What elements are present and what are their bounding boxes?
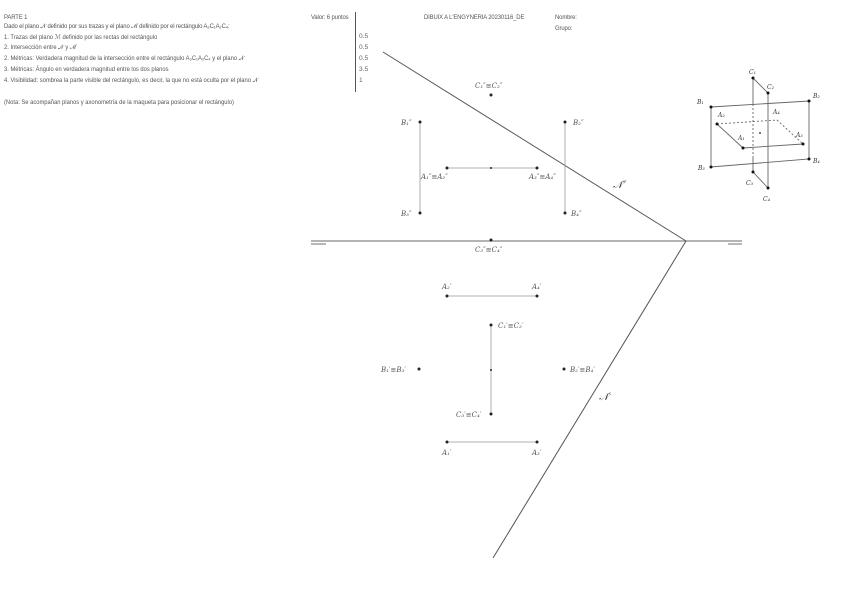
value-label: Valor: 6 puntos [311, 14, 349, 21]
label-c3-c4-plan: C₃′≡C₄′ [456, 411, 482, 419]
note: (Nota: Se acompañan planos y axonometría… [4, 99, 234, 106]
axo-label-a3: A₃ [795, 132, 803, 139]
axo-label-c4: C₄ [763, 196, 771, 203]
axo-label-a2: A₂ [717, 112, 725, 119]
axo-label-c1: C₁ [749, 69, 756, 76]
task-3: 2. Métricas: Verdadera magnitud de la in… [4, 55, 245, 62]
axo-label-c2: C₂ [767, 84, 775, 91]
score-divider [355, 12, 357, 92]
axo-label-a1: A₁ [737, 135, 745, 142]
label-a1-plan: A₁′ [441, 449, 452, 457]
axo-label-a4: A₄ [772, 109, 780, 116]
label-b4-elev: B₄″ [570, 210, 582, 218]
plane-n-vertical-label: 𝒩″ [613, 180, 627, 191]
plane-n-vertical-trace [382, 51, 687, 242]
task-3-points: 0.5 [359, 55, 369, 62]
label-c1-c2-elev: C₁″≡C₂″ [475, 82, 503, 90]
task-2-points: 0.5 [359, 44, 369, 51]
plan-view [417, 294, 566, 444]
label-b2-b4-plan: B₂′≡B₄′ [569, 366, 595, 374]
plane-n-horizontal-trace [492, 240, 687, 559]
ground-line [311, 240, 742, 245]
label-b1-b3-plan: B₁′≡B₃′ [380, 366, 406, 374]
axo-label-b2: B₂ [812, 93, 820, 100]
axo-label-b4: B₄ [812, 158, 820, 165]
axonometric-points [709, 76, 811, 190]
axo-label-b3: B₃ [697, 165, 705, 172]
task-4: 3. Métricas: Ángulo en verdadera magnitu… [4, 66, 169, 73]
name-label: Nombre: [555, 14, 577, 21]
axo-label-b1: B₁ [696, 99, 704, 106]
plane-n-traces [382, 51, 687, 559]
task-1: 1. Trazas del plano ℳ definido por las r… [4, 34, 158, 41]
label-b3-elev: B₃″ [400, 210, 412, 218]
plane-n-horizontal-label: 𝒩′ [599, 392, 612, 403]
label-a1-a2-elev: A₁″≡A₂″ [420, 173, 448, 181]
exam-title: DIBUIX A L'ENGYNERIA 20230116_DE [424, 14, 525, 21]
label-a3-a4-elev: A₃″≡A₄″ [528, 173, 556, 181]
label-c1-c2-plan: C₁′≡C₂′ [498, 322, 524, 330]
task-2: 2. Intersección entre 𝒩 y ℳ [4, 44, 77, 51]
label-a4-plan: A₄′ [531, 283, 542, 291]
label-a2-plan: A₂′ [441, 283, 452, 291]
label-c3-c4-elev: C₃″≡C₄″ [475, 246, 503, 254]
task-5: 4. Visibilidad: sombrea la parte visible… [4, 77, 259, 84]
label-b2-elev: B₂″ [572, 119, 584, 127]
problem-statement: Dado el plano 𝒩 definido por sus trazas … [4, 23, 230, 30]
elevation-view [418, 93, 567, 242]
label-b1-elev: B₁″ [400, 119, 412, 127]
task-4-points: 3.5 [359, 66, 369, 73]
part-title: PARTE 1 [4, 14, 28, 21]
label-a3-plan: A₃′ [531, 449, 542, 457]
axo-label-c3: C₃ [746, 180, 754, 187]
task-1-points: 0.5 [359, 33, 369, 40]
group-label: Grupo: [555, 25, 573, 32]
task-5-points: 1 [359, 77, 363, 84]
